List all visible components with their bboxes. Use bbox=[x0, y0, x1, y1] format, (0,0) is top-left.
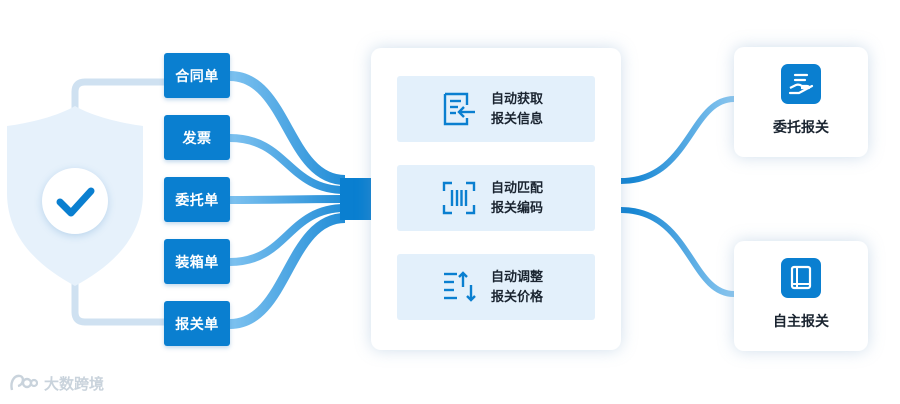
flow-line-3 bbox=[229, 195, 346, 204]
step-adjust-price: 自动调整 报关价格 bbox=[397, 254, 595, 320]
output-delegate: 委托报关 bbox=[734, 47, 868, 157]
hand-delegate-icon bbox=[788, 73, 814, 95]
flow-line-4 bbox=[229, 204, 346, 266]
brand-logo-icon bbox=[10, 374, 38, 391]
step-fetch-line1: 自动获取 bbox=[491, 92, 544, 107]
automation-card: 自动获取 报关信息 自动匹配 报关编码 bbox=[371, 48, 621, 350]
shield-link-top bbox=[71, 78, 164, 132]
barcode-scan-icon bbox=[442, 181, 476, 215]
step-adjust-line2: 报关价格 bbox=[491, 290, 544, 305]
check-badge bbox=[42, 168, 108, 234]
flow-line-1 bbox=[229, 71, 346, 185]
book-icon bbox=[790, 265, 812, 290]
document-flows bbox=[229, 71, 346, 329]
adjust-list-icon bbox=[444, 271, 476, 302]
flow-line-2 bbox=[229, 134, 346, 194]
doc-customs-form: 报关单 bbox=[164, 301, 230, 346]
flow-line-5 bbox=[229, 213, 346, 329]
doc-contract: 合同单 bbox=[164, 53, 230, 98]
watermark-text: 大数跨境 bbox=[44, 374, 105, 393]
output-self-label: 自主报关 bbox=[773, 314, 829, 330]
step-fetch-info: 自动获取 报关信息 bbox=[397, 76, 595, 142]
watermark: 大数跨境 bbox=[8, 372, 104, 394]
document-import-icon bbox=[443, 92, 475, 126]
step-match-line1: 自动匹配 bbox=[491, 181, 544, 196]
step-match-code: 自动匹配 报关编码 bbox=[397, 165, 595, 231]
step-adjust-line1: 自动调整 bbox=[491, 270, 544, 285]
check-icon bbox=[56, 187, 95, 217]
flow-to-self bbox=[620, 207, 735, 297]
flow-merge-bar bbox=[340, 178, 373, 220]
output-delegate-label: 委托报关 bbox=[773, 120, 829, 136]
step-match-line2: 报关编码 bbox=[491, 201, 544, 216]
step-fetch-line2: 报关信息 bbox=[491, 112, 544, 127]
doc-invoice: 发票 bbox=[164, 115, 230, 160]
doc-packing-list: 装箱单 bbox=[164, 239, 230, 284]
output-self: 自主报关 bbox=[734, 241, 868, 351]
shield-link-bottom bbox=[71, 268, 164, 326]
flow-to-delegate bbox=[620, 96, 735, 184]
doc-entrust: 委托单 bbox=[164, 177, 230, 222]
